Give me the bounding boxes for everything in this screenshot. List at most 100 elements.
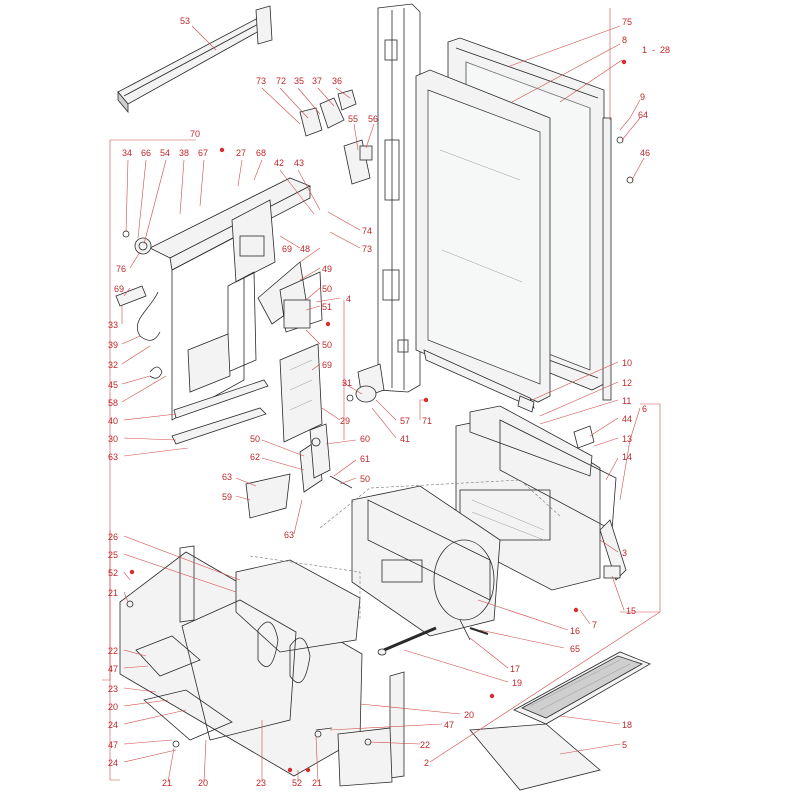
callout-34: 34 (122, 148, 132, 158)
part-panel-5 (469, 723, 601, 791)
part-motor-bracket (346, 363, 385, 403)
callout-labels: 53 75 8 1 - 28 73 72 35 37 36 9 64 55 56… (108, 16, 670, 788)
callout-47a: 47 (108, 664, 118, 674)
callout-3: 3 (622, 548, 627, 558)
callout-49: 49 (322, 264, 332, 274)
callout-7: 7 (592, 620, 597, 630)
callout-58: 58 (108, 398, 118, 408)
callout-13: 13 (622, 434, 632, 444)
callout-56: 56 (368, 114, 378, 124)
callout-35: 35 (294, 76, 304, 86)
callout-55: 55 (348, 114, 358, 124)
part-strip-11 (517, 395, 535, 413)
callout-22b: 22 (420, 740, 430, 750)
callout-15: 15 (626, 606, 636, 616)
callout-50d: 50 (360, 474, 370, 484)
callout-50c: 50 (250, 434, 260, 444)
callout-40: 40 (108, 416, 118, 426)
part-plate-33 (115, 285, 147, 307)
callout-76: 76 (116, 264, 126, 274)
part-shaft-19 (377, 626, 437, 656)
callout-59: 59 (222, 492, 232, 502)
callout-73: 73 (256, 76, 266, 86)
callout-44: 44 (622, 414, 632, 424)
callout-60: 60 (360, 434, 370, 444)
part-base-chassis (119, 545, 405, 787)
part-tray-59 (245, 473, 291, 519)
part-door-glass (415, 69, 551, 403)
callout-70: 70 (190, 129, 200, 139)
callout-52a: 52 (108, 568, 118, 578)
reference-outline (319, 479, 561, 529)
part-perforated-panel (279, 343, 323, 443)
callout-2: 2 (424, 758, 429, 768)
callout-31: 31 (342, 378, 352, 388)
callout-52b: 52 (292, 778, 302, 788)
part-bar-40 (173, 379, 269, 419)
part-dispense-unit (299, 423, 353, 493)
callout-48: 48 (300, 244, 310, 254)
callout-21a: 21 (108, 588, 118, 598)
callout-50a: 50 (322, 284, 332, 294)
callout-69b: 69 (282, 244, 292, 254)
callout-69a: 69 (114, 284, 124, 294)
callout-36: 36 (332, 76, 342, 86)
callout-50b: 50 (322, 340, 332, 350)
callout-43: 43 (294, 158, 304, 168)
part-screws (126, 600, 372, 748)
reference-outline-2 (249, 555, 361, 620)
callout-27: 27 (236, 148, 246, 158)
callout-19: 19 (512, 678, 522, 688)
callout-54: 54 (160, 148, 170, 158)
callout-5: 5 (622, 740, 627, 750)
callout-32: 32 (108, 360, 118, 370)
callout-63c: 63 (284, 530, 294, 540)
callout-42: 42 (274, 158, 284, 168)
callout-47c: 47 (444, 720, 454, 730)
part-rail-53 (117, 5, 273, 114)
callout-14: 14 (622, 452, 632, 462)
callout-69c: 69 (322, 360, 332, 370)
callout-16: 16 (570, 626, 580, 636)
callout-75: 75 (622, 17, 632, 27)
callout-10: 10 (622, 358, 632, 368)
callout-23b: 23 (256, 778, 266, 788)
part-brackets-top (299, 89, 373, 185)
leader-lines (102, 8, 661, 783)
callout-8: 8 (622, 35, 627, 45)
callout-20c: 20 (198, 778, 208, 788)
callout-30: 30 (108, 434, 118, 444)
callout-46: 46 (640, 148, 650, 158)
callout-47b: 47 (108, 740, 118, 750)
callout-4: 4 (346, 294, 351, 304)
callout-74: 74 (362, 226, 372, 236)
callout-24a: 24 (108, 720, 118, 730)
callout-73b: 73 (362, 244, 372, 254)
callout-37: 37 (312, 76, 322, 86)
part-hopper (257, 261, 323, 333)
callout-57: 57 (400, 416, 410, 426)
callout-17: 17 (510, 664, 520, 674)
callout-41: 41 (400, 434, 410, 444)
callout-6: 6 (642, 404, 647, 414)
part-knob-76 (122, 230, 152, 255)
callout-61: 61 (360, 454, 370, 464)
marker-dots (129, 59, 627, 773)
callout-11: 11 (622, 396, 631, 406)
callout-62: 62 (250, 452, 260, 462)
callout-22a: 22 (108, 646, 118, 656)
part-drum-assembly (351, 485, 501, 641)
callout-68: 68 (256, 148, 266, 158)
callout-20b: 20 (464, 710, 474, 720)
part-screw-65 (469, 627, 489, 635)
callout-23a: 23 (108, 684, 118, 694)
part-strip-30 (171, 407, 267, 445)
part-clip-58 (149, 366, 163, 379)
part-upper-housing (149, 177, 311, 421)
callout-12: 12 (622, 378, 632, 388)
callout-45: 45 (108, 380, 118, 390)
part-column (377, 3, 421, 393)
callout-51: 51 (322, 302, 332, 312)
callout-24b: 24 (108, 758, 118, 768)
part-filter-18 (513, 651, 651, 725)
